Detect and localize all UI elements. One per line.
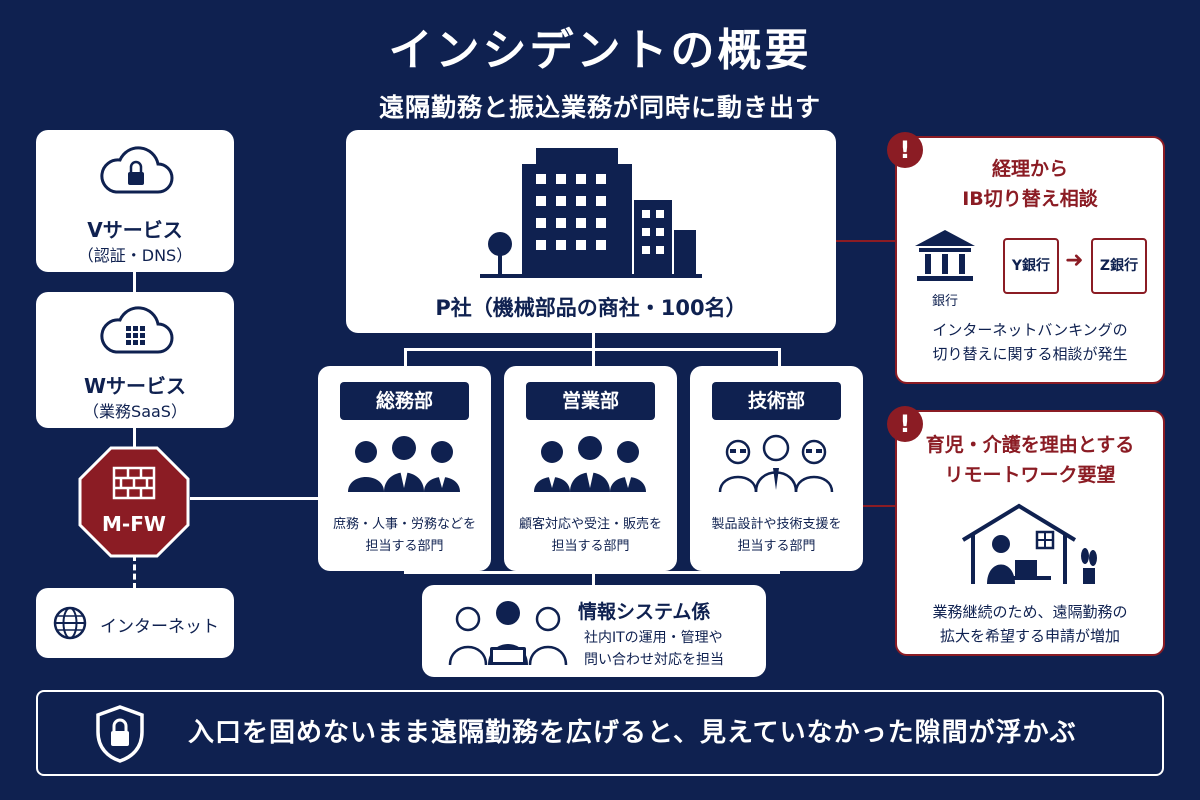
v-service-sub: （認証・DNS） [77,246,193,265]
v-service-name: Vサービス [87,218,183,242]
alert-card-ib: ! 経理から IB切り替え相談 銀行 Y銀行 ➜ Z銀行 インターネットバンキン… [887,132,1165,384]
bottom-banner: 入口を固めないまま遠隔勤務を広げると、見えていなかった隙間が浮かぶ [36,690,1164,776]
dept-desc-line1: 顧客対応や受注・販売を [518,517,662,532]
internet-card: インターネット [36,588,234,658]
connector-info [592,571,595,585]
home-work-icon [961,503,1097,584]
dept-name: 総務部 [340,382,469,420]
connector-dept2 [592,348,595,366]
alert-desc-line2: 拡大を希望する申請が増加 [939,627,1120,645]
dept-desc: 製品設計や技術支援を 担当する部門 [690,514,863,558]
it-staff-icon [448,601,568,666]
info-sys-desc-line2: 問い合わせ対応を担当 [584,652,724,668]
cloud-lock-icon [100,146,174,194]
connector-company-depts [592,333,595,349]
firewall-node: M-FW [78,446,190,558]
alert-title-line2: IB切り替え相談 [962,188,1098,210]
red-connector-1 [836,240,896,242]
info-sys-name: 情報システム係 [578,601,711,623]
brick-wall-icon [112,466,156,500]
dept-name: 営業部 [526,382,655,420]
connector-w-fw [133,428,136,448]
globe-icon [53,606,87,640]
w-service-sub: （業務SaaS） [83,402,187,421]
w-service-name: Wサービス [83,374,187,398]
dept-desc-line2: 担当する部門 [737,539,816,554]
page-subtitle: 遠隔勤務と振込業務が同時に動き出す [378,93,821,122]
people-icon [534,436,646,492]
dept-desc-line1: 製品設計や技術支援を [711,517,842,532]
firewall-label: M-FW [102,512,166,536]
alert-desc-line1: インターネットバンキングの [932,321,1128,339]
info-sys-card: 情報システム係 社内ITの運用・管理や 問い合わせ対応を担当 [422,585,766,677]
alert-card-remote: ! 育児・介護を理由とする リモートワーク要望 業務継続のため、遠隔勤務の 拡大… [887,406,1165,656]
connector-dept3 [778,348,781,366]
connector-fw-company [190,497,318,500]
dept-card-soumu: 総務部 庶務・人事・労務などを 担当する部門 [318,366,491,571]
w-service-card: Wサービス （業務SaaS） [36,292,234,428]
red-connector-2 [862,505,896,507]
alert-desc-line2: 切り替えに関する相談が発生 [932,345,1128,363]
to-bank-box: Z銀行 [1091,238,1147,294]
engineers-icon [718,434,834,493]
dept-card-gijutsu: 技術部 製品設計や技術支援を 担当する部門 [690,366,863,571]
bank-icon [915,230,975,281]
company-label: P社（機械部品の商社・100名） [435,296,747,320]
v-service-card: Vサービス （認証・DNS） [36,130,234,272]
company-card: P社（機械部品の商社・100名） [346,130,836,333]
internet-label: インターネット [100,617,219,637]
alert-title-line1: 育児・介護を理由とする [925,434,1135,456]
connector-v-w [133,272,136,292]
people-icon [348,436,460,492]
alert-icon: ! [887,132,923,168]
cloud-grid-icon [100,306,174,354]
shield-lock-icon [96,705,144,763]
dept-desc-line2: 担当する部門 [551,539,630,554]
bank-label: 銀行 [931,294,958,309]
building-icon [480,148,702,278]
arrow-right-icon: ➜ [1065,248,1084,273]
page-title: インシデントの概要 [388,25,812,76]
banner-text: 入口を固めないまま遠隔勤務を広げると、見えていなかった隙間が浮かぶ [188,718,1077,748]
connector-dept1 [404,348,407,366]
dept-desc: 庶務・人事・労務などを 担当する部門 [318,514,491,558]
alert-icon: ! [887,406,923,442]
from-bank-box: Y銀行 [1003,238,1059,294]
alert-desc-line1: 業務継続のため、遠隔勤務の [932,603,1128,621]
alert-title-line2: リモートワーク要望 [944,464,1116,486]
dept-name: 技術部 [712,382,841,420]
dept-desc: 顧客対応や受注・販売を 担当する部門 [504,514,677,558]
dept-desc-line2: 担当する部門 [365,539,444,554]
connector-fw-internet [133,555,136,589]
firewall-octagon [78,446,190,558]
dept-desc-line1: 庶務・人事・労務などを [332,517,476,532]
info-sys-desc-line1: 社内ITの運用・管理や [584,630,723,646]
dept-card-eigyo: 営業部 顧客対応や受注・販売を 担当する部門 [504,366,677,571]
alert-title-line1: 経理から [991,158,1068,180]
